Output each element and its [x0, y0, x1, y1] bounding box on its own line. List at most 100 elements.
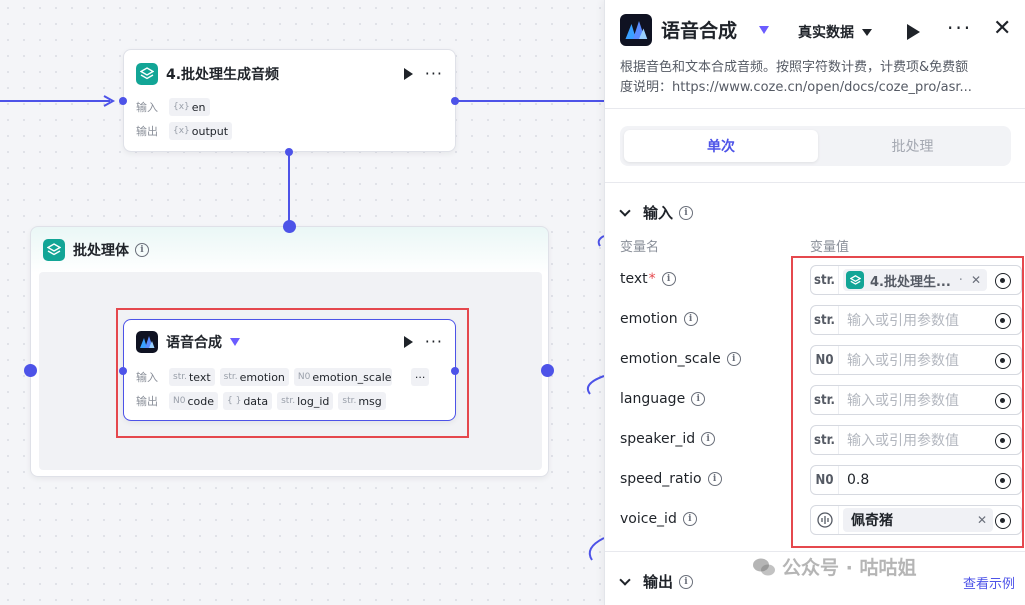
text-value-field[interactable]: str. 4.批处理生... · ✕: [810, 265, 1022, 295]
info-icon[interactable]: i: [707, 472, 722, 486]
premium-gem-icon: [759, 26, 769, 34]
batch-node-input-port[interactable]: [119, 97, 127, 105]
language-value-field[interactable]: str. 输入或引用参数值: [810, 385, 1022, 415]
info-icon[interactable]: i: [679, 205, 694, 220]
chevron-down-icon: [619, 204, 631, 217]
output-chip-data: { }data: [223, 392, 273, 410]
tts-node-output-port[interactable]: [451, 367, 459, 375]
tab-batch[interactable]: 批处理: [891, 139, 934, 155]
voice-chip[interactable]: 佩奇猪 ✕: [843, 508, 993, 532]
info-icon[interactable]: i: [682, 512, 697, 526]
type-badge: N0: [811, 346, 839, 374]
tts-node-title: 语音合成: [166, 335, 222, 351]
variable-picker-icon[interactable]: [995, 273, 1011, 289]
info-icon[interactable]: i: [701, 432, 716, 446]
output-label: 输出: [136, 395, 158, 408]
output-section-header[interactable]: 输出 i: [619, 571, 694, 592]
batch-node-output-port[interactable]: [451, 97, 459, 105]
info-icon[interactable]: i: [726, 352, 741, 366]
watermark: 公众号 · 咕咕姐: [752, 553, 916, 580]
more-icon[interactable]: ···: [424, 64, 443, 83]
data-mode-label: 真实数据: [798, 25, 854, 41]
wechat-icon: [753, 558, 775, 575]
more-icon[interactable]: ···: [947, 16, 973, 40]
type-badge: str.: [811, 266, 839, 294]
language-input[interactable]: 输入或引用参数值: [847, 393, 959, 409]
layers-icon: [136, 63, 158, 85]
variable-picker-icon[interactable]: [995, 353, 1011, 369]
column-variable-value: 变量值: [810, 240, 850, 255]
type-badge: N0: [811, 466, 839, 494]
info-icon[interactable]: i: [135, 243, 149, 257]
speaker-id-value-field[interactable]: str. 输入或引用参数值: [810, 425, 1022, 455]
run-node-icon[interactable]: [403, 68, 413, 80]
variable-picker-icon[interactable]: [995, 313, 1011, 329]
emotion-scale-value-field[interactable]: N0 输入或引用参数值: [810, 345, 1022, 375]
type-badge: str.: [811, 386, 839, 414]
variable-picker-icon[interactable]: [995, 433, 1011, 449]
output-chip: {x}output: [169, 122, 233, 140]
layers-icon: [846, 271, 864, 289]
variable-picker-icon[interactable]: [995, 473, 1011, 489]
caret-down-icon: [862, 28, 872, 36]
speaker-id-input[interactable]: 输入或引用参数值: [847, 433, 959, 449]
run-mode-tabs: 单次 批处理: [620, 126, 1011, 166]
variable-picker-icon[interactable]: [995, 513, 1011, 529]
output-label: 输出: [136, 125, 158, 138]
tab-single[interactable]: 单次: [624, 130, 818, 162]
remove-icon[interactable]: ✕: [970, 273, 981, 287]
batch-body-input-port[interactable]: [24, 364, 37, 377]
properties-panel: 语音合成 真实数据 ··· ✕ 根据音色和文本合成音频。按照字符数计费，计费项&…: [604, 0, 1025, 605]
premium-gem-icon: [230, 338, 240, 346]
type-badge: str.: [811, 306, 839, 334]
node-description: 根据音色和文本合成音频。按照字符数计费，计费项&免费额 度说明：https://…: [620, 60, 972, 95]
variable-picker-icon[interactable]: [995, 393, 1011, 409]
batch-node-bottom-port[interactable]: [285, 148, 293, 156]
batch-generate-audio-node[interactable]: 4.批处理生成音频 ··· 输入 {x}en 输出 {x}output: [123, 49, 456, 152]
reference-chip[interactable]: 4.批处理生... · ✕: [843, 269, 987, 291]
batch-body-title: 批处理体: [73, 243, 129, 259]
tts-node-input-port[interactable]: [119, 367, 127, 375]
batch-body-top-port[interactable]: [283, 220, 296, 233]
batch-body-output-port[interactable]: [541, 364, 554, 377]
output-chip-log-id: str.log_id: [277, 392, 334, 410]
divider: [605, 551, 1025, 552]
info-icon[interactable]: i: [679, 574, 694, 589]
run-node-icon[interactable]: [403, 336, 413, 348]
emotion-input[interactable]: 输入或引用参数值: [847, 313, 959, 329]
info-icon[interactable]: i: [683, 312, 698, 326]
output-chip-msg: str.msg: [338, 392, 386, 410]
input-chip: {x}en: [169, 98, 210, 116]
data-mode-dropdown[interactable]: 真实数据: [798, 22, 872, 42]
close-icon[interactable]: ✕: [993, 16, 1012, 41]
tts-logo-icon: [620, 14, 652, 46]
tts-logo-icon: [136, 331, 158, 353]
info-icon[interactable]: i: [691, 392, 706, 406]
speed-ratio-input[interactable]: 0.8: [847, 472, 870, 488]
run-test-icon[interactable]: [907, 24, 920, 40]
input-chip-emotion: str.emotion: [219, 368, 289, 386]
emotion-scale-input[interactable]: 输入或引用参数值: [847, 353, 959, 369]
info-icon[interactable]: i: [661, 272, 676, 286]
param-row-text: text*i str. 4.批处理生... · ✕: [605, 265, 1025, 297]
layers-icon: [43, 239, 65, 261]
more-icon[interactable]: ···: [424, 332, 443, 351]
emotion-value-field[interactable]: str. 输入或引用参数值: [810, 305, 1022, 335]
chevron-down-icon: [619, 573, 631, 586]
speed-ratio-value-field[interactable]: N0 0.8: [810, 465, 1022, 495]
audio-wave-icon: [811, 506, 839, 534]
remove-icon[interactable]: ✕: [976, 513, 987, 527]
input-label: 输入: [136, 371, 158, 384]
more-inputs-button[interactable]: ···: [410, 368, 430, 386]
input-section-header[interactable]: 输入 i: [619, 202, 694, 223]
view-example-link[interactable]: 查看示例: [963, 577, 1016, 592]
voice-id-value-field[interactable]: 佩奇猪 ✕: [810, 505, 1022, 535]
divider: [605, 108, 1025, 109]
